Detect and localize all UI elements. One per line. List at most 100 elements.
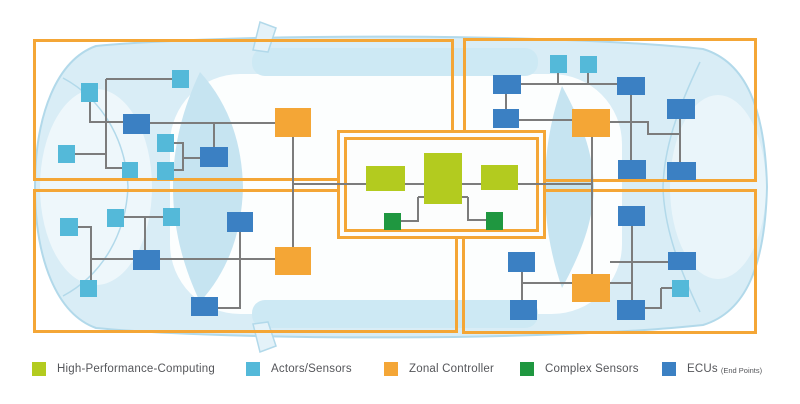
zone-top-right	[463, 38, 757, 182]
connector-line	[679, 119, 681, 162]
car-trunk	[670, 95, 766, 279]
actor-sensor-node	[80, 280, 97, 297]
ecu-node	[133, 250, 160, 270]
car-windshield	[173, 72, 243, 302]
legend-item-hpc: High-Performance-Computing	[32, 362, 215, 376]
connector-line	[218, 307, 240, 309]
connector-line	[630, 95, 632, 160]
ecu-node	[191, 297, 218, 316]
ecu-node	[617, 300, 645, 320]
legend-label: Complex Sensors	[545, 363, 639, 375]
connector-line	[631, 226, 633, 300]
connector-line	[505, 94, 507, 109]
connector-line	[661, 287, 672, 289]
actor-sensor-node	[672, 280, 689, 297]
legend-label: High-Performance-Computing	[57, 363, 215, 375]
legend-item-zonal-controller: Zonal Controller	[384, 362, 494, 376]
actor-sensor-node	[107, 209, 124, 227]
ecu-node	[508, 252, 535, 272]
connector-line	[124, 216, 163, 218]
ecu-node	[618, 206, 645, 226]
connector-line	[519, 119, 572, 121]
actor-sensor-node	[81, 83, 98, 102]
legend-label: Actors/Sensors	[271, 363, 352, 375]
ecu-node	[667, 162, 696, 180]
car-side-window-bottom	[252, 300, 538, 328]
connector-line	[106, 78, 172, 80]
car-hood	[40, 89, 152, 285]
ecu-node	[510, 300, 537, 320]
hpc-node	[481, 165, 518, 190]
zonal-controller-swatch	[384, 362, 398, 376]
connector-line	[557, 73, 559, 85]
actor-sensor-node	[157, 162, 174, 180]
connector-line	[105, 79, 107, 169]
legend: High-Performance-Computing Actors/Sensor…	[0, 355, 800, 387]
zonal-controller-node	[572, 109, 610, 137]
connector-line	[417, 197, 419, 222]
connector-line	[462, 196, 468, 198]
ecu-node	[123, 114, 150, 134]
connector-line	[90, 121, 123, 123]
car-mirror-bottom	[252, 321, 277, 353]
connector-line	[591, 137, 593, 274]
connector-line	[91, 258, 275, 260]
car-mirror-top	[252, 21, 277, 53]
connector-line	[292, 137, 294, 247]
car-front-contour	[62, 77, 129, 297]
connector-line	[610, 261, 668, 263]
legend-label: ECUs	[687, 363, 718, 375]
connector-line	[647, 122, 649, 135]
complex-sensor-node	[384, 213, 401, 230]
legend-item-complex-sensors: Complex Sensors	[520, 362, 639, 376]
ecu-node	[493, 75, 521, 94]
connector-line	[239, 232, 241, 309]
actor-sensor-node	[122, 162, 138, 178]
complex-sensor-node	[486, 212, 503, 230]
legend-item-ecus: ECUs (End Points)	[662, 362, 762, 376]
actor-sensor-node	[60, 218, 78, 236]
connector-line	[521, 272, 523, 300]
ecu-node	[617, 77, 645, 95]
zonal-controller-node	[275, 247, 311, 275]
zone-top-left	[33, 39, 454, 181]
hpc-node	[424, 153, 462, 204]
zone-bottom-right	[462, 189, 757, 334]
actor-sensor-node	[157, 134, 174, 152]
ecu-node	[200, 147, 228, 167]
connector-line	[660, 288, 662, 308]
ecu-node	[227, 212, 253, 232]
connector-line	[468, 219, 486, 221]
connector-line	[521, 83, 617, 85]
connector-line	[106, 167, 122, 169]
connector-line	[174, 142, 184, 144]
actor-sensor-node	[163, 208, 180, 226]
zonal-controller-node	[572, 274, 610, 302]
connector-line	[401, 220, 418, 222]
connector-line	[174, 169, 183, 171]
connector-line	[648, 133, 680, 135]
complex-sensors-swatch	[520, 362, 534, 376]
hpc-node	[366, 166, 405, 191]
hpc-swatch	[32, 362, 46, 376]
ecu-node	[667, 99, 695, 119]
connector-line	[144, 217, 146, 250]
connector-line	[78, 226, 92, 228]
connector-line	[89, 102, 91, 123]
legend-label: Zonal Controller	[409, 363, 495, 375]
connector-line	[467, 197, 469, 221]
connector-line	[183, 157, 200, 159]
ecus-swatch	[662, 362, 676, 376]
connector-line	[587, 73, 589, 85]
actor-sensor-node	[550, 55, 567, 73]
ecu-node	[493, 109, 519, 128]
legend-item-actors-sensors: Actors/Sensors	[246, 362, 352, 376]
actors-sensors-swatch	[246, 362, 260, 376]
connector-line	[74, 153, 106, 155]
legend-sublabel: (End Points)	[720, 365, 763, 375]
actor-sensor-node	[58, 145, 75, 163]
ecu-node	[618, 160, 646, 179]
connector-line	[610, 121, 649, 123]
connector-line	[645, 307, 662, 309]
